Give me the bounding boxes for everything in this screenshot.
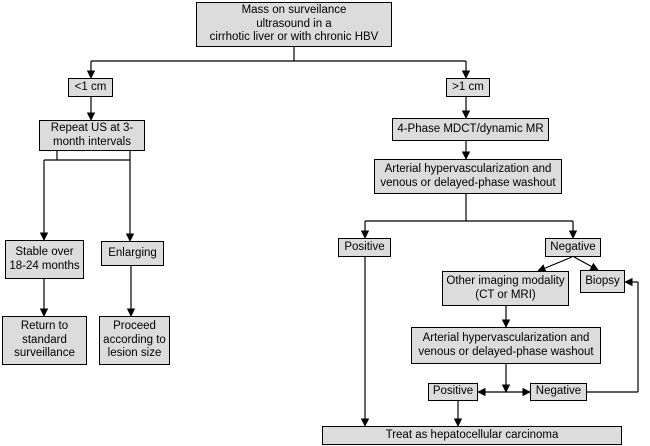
node-negative1-label: Negative xyxy=(550,240,596,253)
node-lt1: <1 cm xyxy=(68,78,113,97)
node-mdct-label: 4-Phase MDCT/dynamic MR xyxy=(397,122,544,135)
node-enlarging-label: Enlarging xyxy=(108,246,157,259)
node-proceed: Proceed according to lesion size xyxy=(99,316,170,365)
arrow-to-other-imaging xyxy=(537,256,573,273)
node-arterial1: Arterial hypervascularization and venous… xyxy=(374,159,562,194)
node-start-label: Mass on surveilance ultrasound in a cirr… xyxy=(209,4,379,44)
node-arterial1-label: Arterial hypervascularization and venous… xyxy=(380,163,556,189)
node-return-surveillance: Return to standard surveillance xyxy=(2,316,87,365)
node-stable-label: Stable over 18-24 months xyxy=(9,246,80,272)
node-gt1: >1 cm xyxy=(446,78,490,97)
node-lt1-label: <1 cm xyxy=(74,80,107,93)
node-biopsy-label: Biopsy xyxy=(585,274,620,287)
node-positive2: Positive xyxy=(428,383,478,401)
node-stable: Stable over 18-24 months xyxy=(5,240,84,279)
node-gt1-label: >1 cm xyxy=(452,80,484,93)
node-arterial2: Arterial hypervascularization and venous… xyxy=(411,327,601,364)
node-negative2: Negative xyxy=(530,383,587,401)
node-mdct: 4-Phase MDCT/dynamic MR xyxy=(392,118,549,141)
node-repeat-us-label: Repeat US at 3- month intervals xyxy=(50,122,134,148)
node-enlarging: Enlarging xyxy=(101,241,164,266)
node-proceed-label: Proceed according to lesion size xyxy=(103,320,166,360)
node-return-surveillance-label: Return to standard surveillance xyxy=(14,320,75,360)
node-positive1-label: Positive xyxy=(344,240,385,253)
node-start: Mass on surveilance ultrasound in a cirr… xyxy=(196,2,392,47)
node-treat-label: Treat as hepatocellular carcinoma xyxy=(385,428,559,441)
node-repeat-us: Repeat US at 3- month intervals xyxy=(39,120,145,151)
node-other-imaging: Other imaging modality (CT or MRI) xyxy=(442,271,569,306)
node-negative2-label: Negative xyxy=(535,385,582,398)
node-treat: Treat as hepatocellular carcinoma xyxy=(322,426,622,445)
node-positive1: Positive xyxy=(338,238,391,257)
arrow-to-biopsy xyxy=(573,256,599,271)
node-positive2-label: Positive xyxy=(432,385,474,398)
node-negative1: Negative xyxy=(545,238,601,257)
node-other-imaging-label: Other imaging modality (CT or MRI) xyxy=(446,275,565,301)
node-biopsy: Biopsy xyxy=(580,270,625,293)
node-arterial2-label: Arterial hypervascularization and venous… xyxy=(418,332,594,358)
